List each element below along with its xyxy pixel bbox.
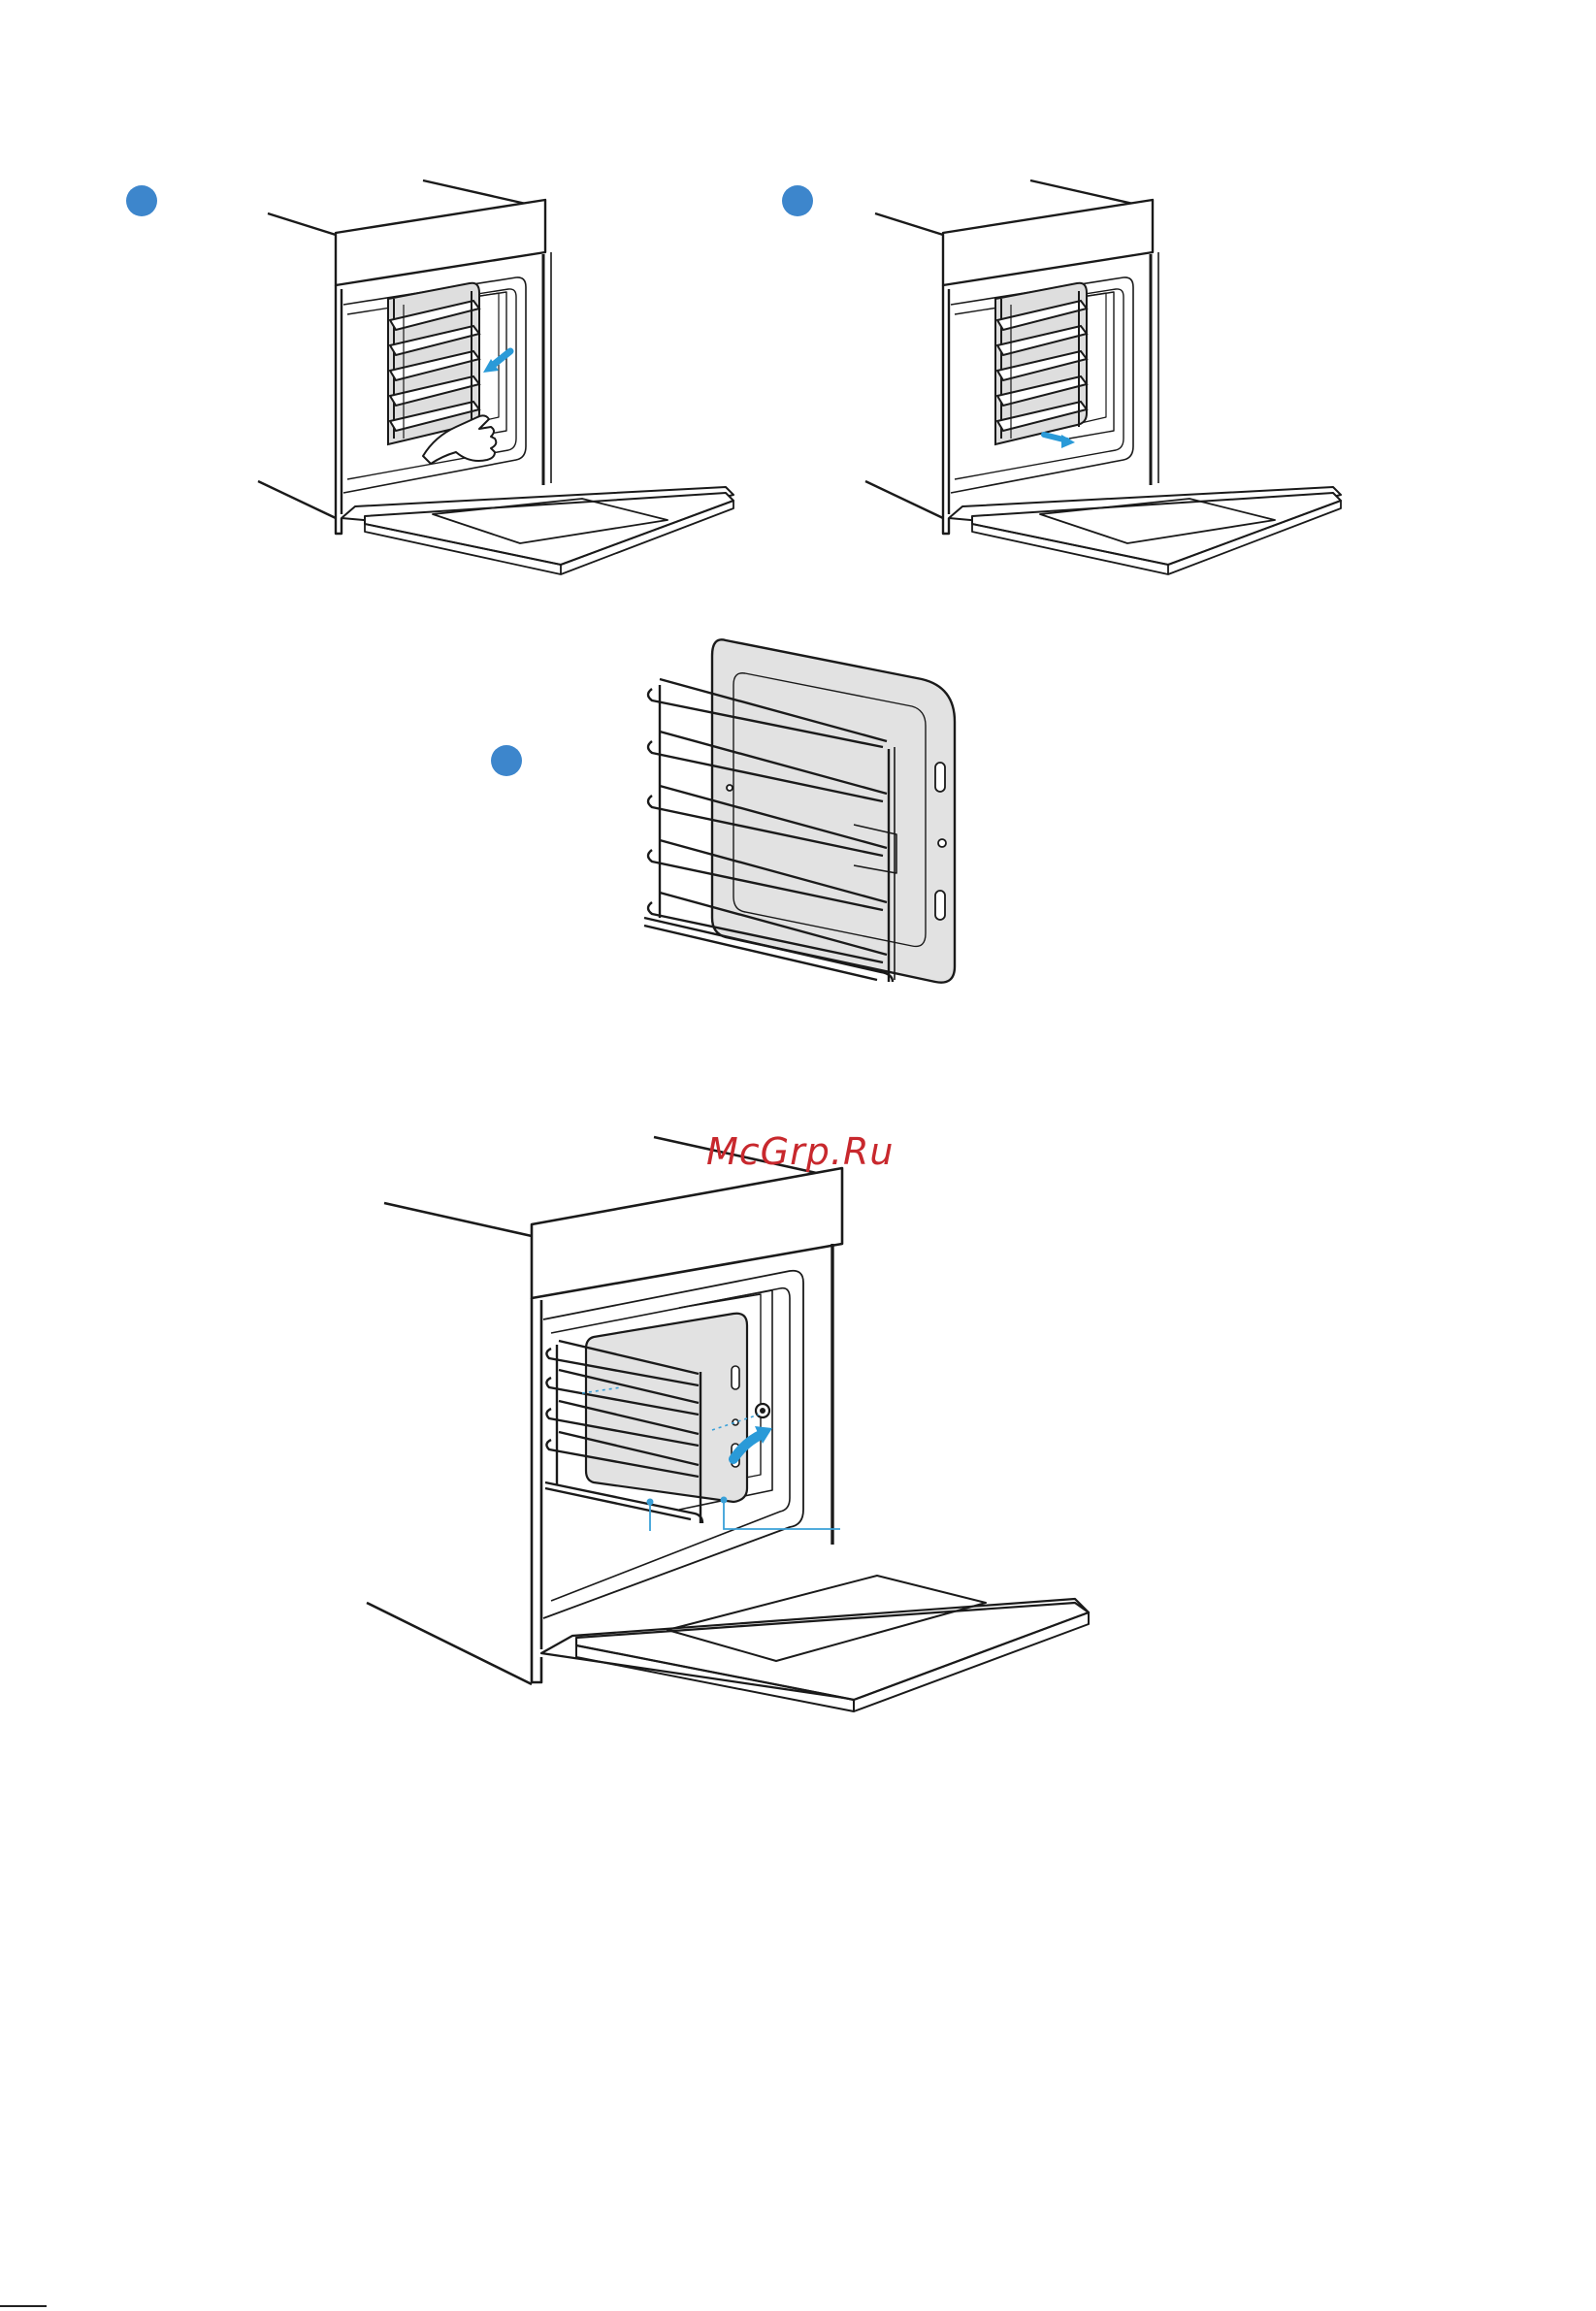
step-2-marker bbox=[782, 185, 813, 216]
watermark-text: McGrp.Ru bbox=[706, 1130, 894, 1173]
step-2-illustration bbox=[782, 180, 1341, 574]
step-3-marker bbox=[491, 745, 522, 776]
large-oven-illustration bbox=[367, 1137, 1089, 1711]
step-1-marker bbox=[126, 185, 157, 216]
page-rule bbox=[0, 2305, 47, 2307]
callout-lines bbox=[650, 1500, 840, 1531]
step-3-illustration bbox=[491, 639, 955, 982]
step-1-illustration bbox=[126, 180, 733, 574]
arrow-icon bbox=[1044, 435, 1075, 448]
